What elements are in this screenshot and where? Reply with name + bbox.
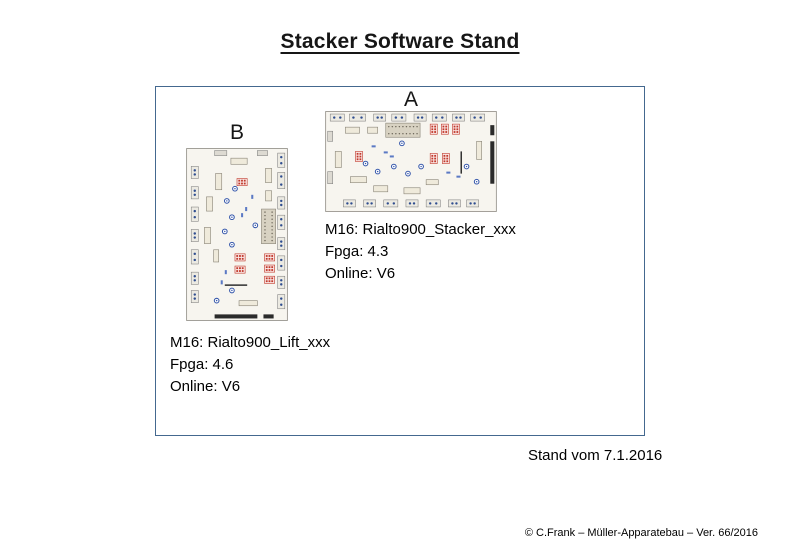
board-a-text: M16: Rialto900_Stacker_xxx Fpga: 4.3 Onl… (325, 219, 516, 285)
board-a-label: A (403, 88, 418, 111)
board-a-line-online: Online: V6 (325, 265, 396, 282)
board-b-line-online: Online: V6 (170, 378, 241, 395)
board-b-line-m16: M16: Rialto900_Lift_xxx (170, 334, 331, 351)
page-title: Stacker Software Stand (280, 30, 520, 53)
board-b-text: M16: Rialto900_Lift_xxx Fpga: 4.6 Online… (170, 332, 330, 398)
stand-date: Stand vom 7.1.2016 (528, 447, 663, 464)
footer-copyright: © C.Frank – Müller-Apparatebau – Ver. 66… (524, 527, 758, 539)
pcb-board-b-image (186, 148, 288, 321)
pcb-board-a-image (325, 111, 497, 212)
board-a-line-fpga: Fpga: 4.3 (325, 243, 389, 260)
board-b-label: B (229, 121, 244, 144)
board-b-line-fpga: Fpga: 4.6 (170, 356, 234, 373)
board-a-line-m16: M16: Rialto900_Stacker_xxx (325, 221, 516, 238)
